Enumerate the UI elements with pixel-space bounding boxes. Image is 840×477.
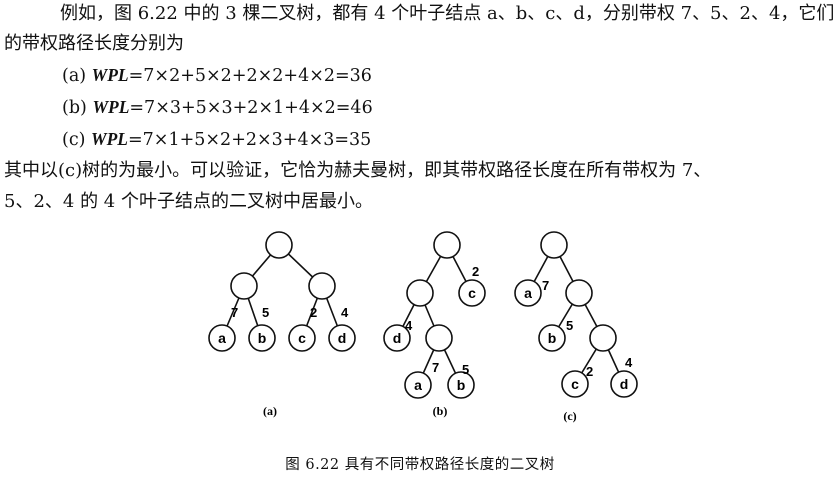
tree-c-leaf-node: [561, 370, 589, 398]
tree-b-weight: 4: [405, 318, 413, 333]
formula-a-label: (a): [62, 66, 87, 86]
tree-a-leaf-label: a: [218, 330, 226, 346]
tree-b-weight: 5: [462, 362, 469, 377]
paragraph-line-2: 的带权路径长度分别为: [4, 33, 184, 54]
paragraph-line-7: 5、2、4 的 4 个叶子结点的二叉树中居最小。: [4, 191, 373, 212]
tree-a-internal-node: [230, 272, 258, 300]
formula-b-expr: =7×3+5×3+2×1+4×2=46: [129, 98, 373, 118]
tree-c-leaf-node: [610, 370, 638, 398]
tree-c-leaf-label: b: [548, 330, 557, 346]
tree-a: a b c d 7 5 2 4 (a): [208, 231, 356, 418]
tree-b-internal-node: [406, 279, 434, 307]
formula-c: (c) WPL=7×1+5×2+2×3+4×3=35: [62, 127, 371, 152]
tree-a-leaf-label: c: [298, 330, 306, 346]
tree-b-internal-node: [425, 324, 453, 352]
formula-a-expr: =7×2+5×2+2×2+4×2=36: [128, 66, 372, 86]
tree-c-internal-node: [589, 324, 617, 352]
tree-c-leaf-label: d: [620, 376, 629, 392]
tree-b-leaf-node: [383, 324, 411, 352]
tree-a-leaf-node: [248, 324, 276, 352]
formula-a-wpl: WPL: [91, 65, 129, 85]
tree-a-leaf-node: [288, 324, 316, 352]
tree-c-weight: 2: [586, 364, 593, 379]
tree-c-label: (c): [563, 409, 576, 423]
paragraph-line-6: 其中以(c)树的为最小。可以验证，它恰为赫夫曼树，即其带权路径长度在所有带权为 …: [4, 160, 712, 181]
paragraph-line-1: 例如，图 6.22 中的 3 棵二叉树，都有 4 个叶子结点 a、b、c、d，分…: [60, 3, 835, 24]
tree-c-leaf-label: a: [524, 285, 532, 301]
tree-b-leaf-label: b: [457, 377, 466, 393]
formula-b-label: (b): [62, 98, 87, 118]
tree-c-leaf-node: [538, 324, 566, 352]
tree-b-leaf-label: a: [414, 377, 422, 393]
tree-c: a b c d 7 5 2 4 (c): [514, 231, 638, 423]
tree-a-leaf-node: [208, 324, 236, 352]
tree-a-leaf-label: b: [258, 330, 267, 346]
tree-c-root-node: [540, 231, 568, 259]
tree-a-root-node: [265, 231, 293, 259]
tree-b-weight: 7: [432, 360, 439, 375]
tree-c-weight: 7: [542, 278, 549, 293]
tree-c-weight: 5: [566, 318, 573, 333]
tree-b: c d a b 2 4 7 5 (b): [383, 231, 486, 418]
tree-a-leaf-node: [328, 324, 356, 352]
tree-b-label: (b): [433, 404, 448, 418]
formula-c-wpl: WPL: [91, 129, 128, 149]
tree-c-internal-node: [565, 279, 593, 307]
tree-a-leaf-label: d: [338, 330, 347, 346]
tree-b-root-node: [433, 231, 461, 259]
tree-a-weight: 4: [341, 305, 349, 320]
tree-a-weight: 7: [231, 305, 238, 320]
formula-c-label: (c): [62, 130, 86, 150]
tree-a-internal-node: [308, 272, 336, 300]
tree-b-leaf-label: d: [393, 330, 402, 346]
figure-caption: 图 6.22 具有不同带权路径长度的二叉树: [285, 457, 555, 473]
formula-b-wpl: WPL: [92, 97, 130, 117]
tree-b-leaf-node: [458, 279, 486, 307]
tree-b-leaf-node: [447, 371, 475, 399]
tree-c-weight: 4: [625, 355, 633, 370]
tree-c-leaf-label: c: [571, 376, 579, 392]
tree-c-leaf-node: [514, 279, 542, 307]
formula-c-expr: =7×1+5×2+2×3+4×3=35: [128, 130, 372, 150]
tree-b-leaf-label: c: [468, 285, 476, 301]
tree-a-label: (a): [263, 404, 277, 418]
tree-a-weight: 5: [262, 305, 269, 320]
formula-a: (a) WPL=7×2+5×2+2×2+4×2=36: [62, 63, 372, 88]
tree-b-weight: 2: [472, 264, 479, 279]
tree-b-leaf-node: [404, 371, 432, 399]
tree-a-weight: 2: [310, 305, 317, 320]
formula-b: (b) WPL=7×3+5×3+2×1+4×2=46: [62, 95, 373, 120]
